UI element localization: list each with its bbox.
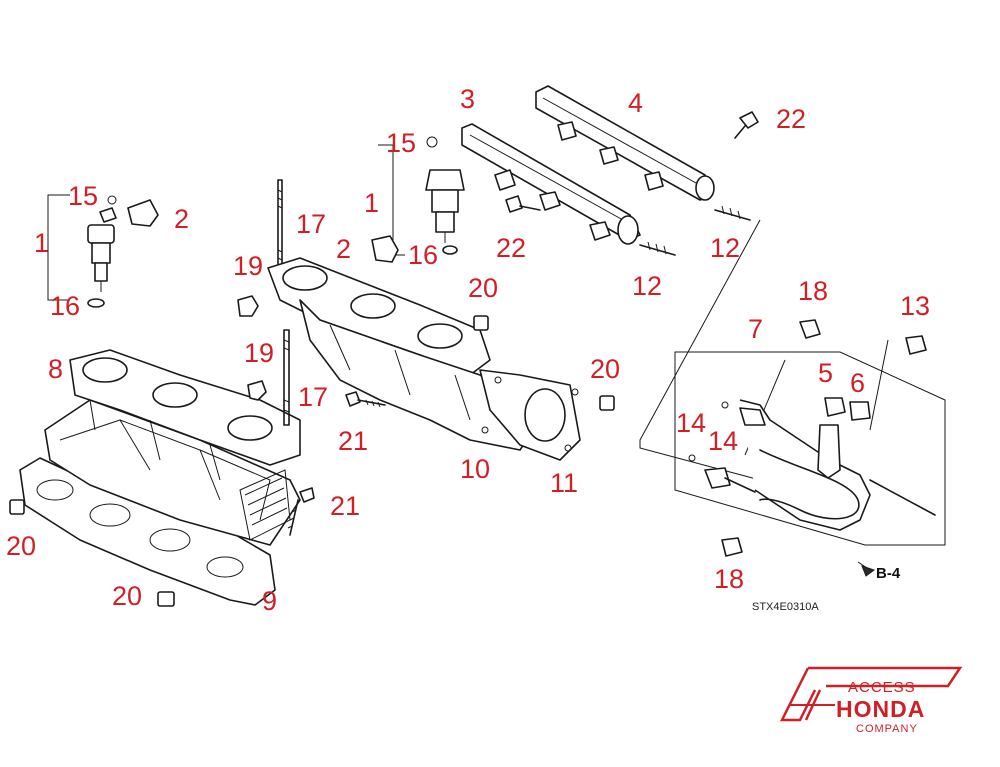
reference-label: B-4 [876, 565, 901, 582]
callout-15: 15 [68, 181, 98, 211]
callout-9: 9 [262, 586, 277, 616]
reference-arrow-icon [861, 565, 876, 577]
callout-21: 21 [330, 491, 360, 521]
callout-15: 15 [386, 128, 416, 158]
callout-17: 17 [298, 382, 328, 412]
fuel-injector-left [47, 194, 159, 308]
callout-8: 8 [48, 354, 63, 384]
callout-18: 18 [714, 564, 744, 594]
callout-20: 20 [468, 273, 498, 303]
callout-2: 2 [336, 234, 351, 264]
callout-10: 10 [460, 454, 490, 484]
callout-3: 3 [460, 84, 475, 114]
callout-14: 14 [676, 408, 706, 438]
callout-18: 18 [798, 276, 828, 306]
callout-16: 16 [50, 291, 80, 321]
logo-line1: ACCESS [848, 679, 916, 696]
logo-line2: HONDA [836, 696, 925, 722]
callout-13: 13 [900, 291, 930, 321]
callout-22: 22 [496, 233, 526, 263]
callout-4: 4 [628, 88, 643, 118]
callout-16: 16 [408, 240, 438, 270]
callout-17: 17 [296, 209, 326, 239]
callout-1: 1 [34, 228, 49, 258]
diagram-code: STX4E0310A [752, 601, 819, 613]
callout-12: 12 [632, 271, 662, 301]
callout-12: 12 [710, 233, 740, 263]
fuel-rail [461, 85, 759, 256]
fuel-feed-hose [639, 219, 946, 571]
callout-6: 6 [850, 368, 865, 398]
callout-2: 2 [174, 204, 189, 234]
callout-labels: 1 2 15 16 8 20 20 9 21 17 19 19 17 21 10… [6, 84, 930, 616]
callout-7: 7 [748, 314, 763, 344]
callout-21: 21 [338, 426, 368, 456]
intake-manifold-upper [267, 257, 615, 461]
logo-line3: COMPANY [856, 723, 918, 735]
callout-19: 19 [244, 338, 274, 368]
callout-5: 5 [818, 358, 833, 388]
access-honda-logo: ACCESS HONDA COMPANY [779, 666, 963, 735]
callout-22: 22 [776, 104, 806, 134]
callout-20: 20 [112, 581, 142, 611]
callout-19: 19 [233, 251, 263, 281]
fasteners-left [9, 179, 315, 607]
fuel-injector-mid [371, 136, 465, 263]
callout-11: 11 [550, 468, 578, 498]
callout-20: 20 [590, 354, 620, 384]
callout-1: 1 [364, 188, 379, 218]
callout-14: 14 [708, 426, 738, 456]
callout-20: 20 [6, 531, 36, 561]
intake-manifold-lower [19, 349, 301, 606]
